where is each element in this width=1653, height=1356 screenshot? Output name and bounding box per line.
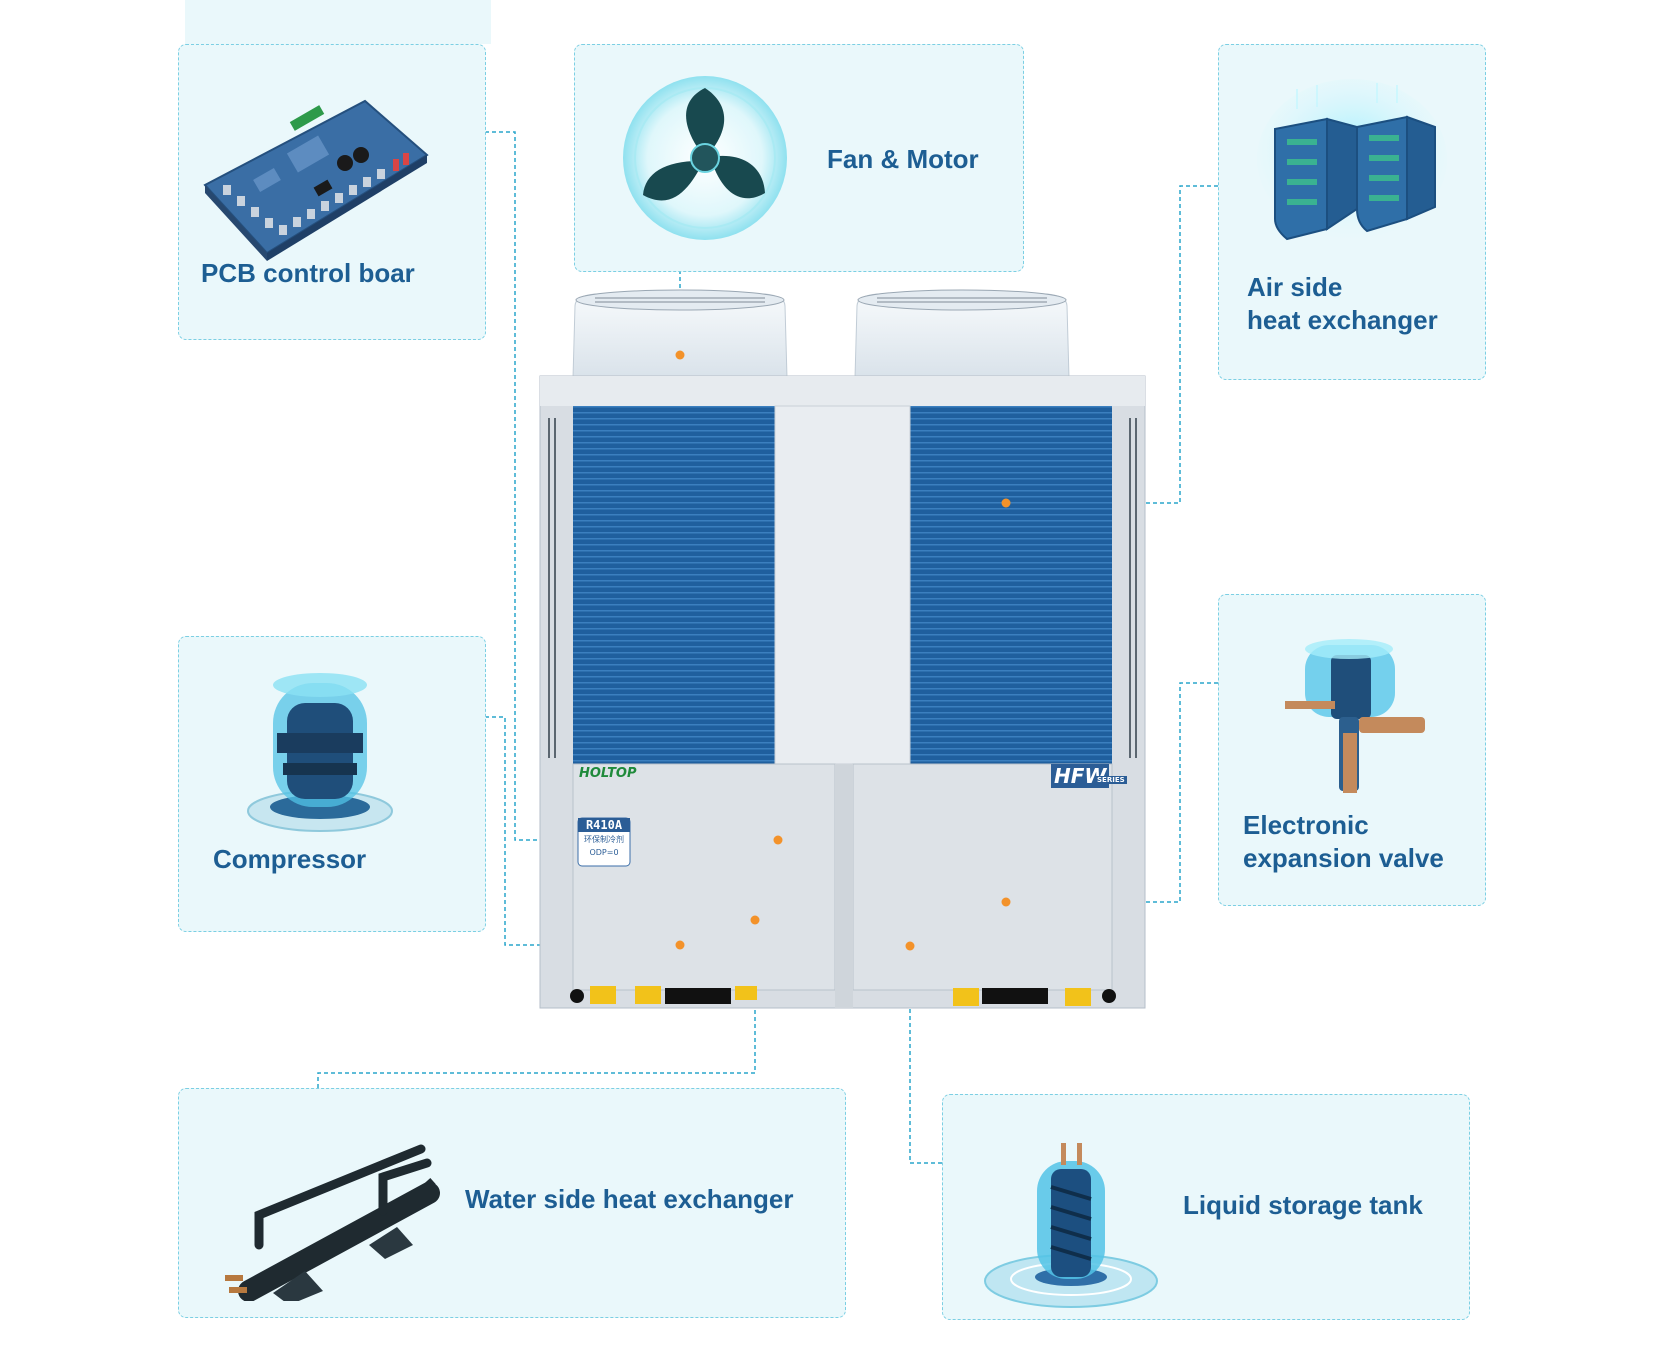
hfw-series-sub: SERIES — [1095, 776, 1127, 784]
top-strip — [185, 0, 491, 44]
outdoor-unit-drawing — [539, 289, 1146, 1009]
eev-card: Electronic expansion valve — [1218, 594, 1486, 906]
marker-water-hx — [750, 915, 760, 925]
holtop-logo: HOLTOP — [579, 766, 637, 781]
tank-card: Liquid storage tank — [942, 1094, 1470, 1320]
fan-blade-image — [623, 76, 787, 240]
refrigerant-note: 环保制冷剂 — [584, 835, 624, 844]
eev-label-line-2: expansion valve — [1243, 842, 1444, 873]
expansion-valve-image — [1285, 639, 1425, 793]
hfw-series-logo: HFW — [1051, 764, 1110, 788]
marker-pcb — [773, 835, 783, 845]
marker-fan — [675, 350, 685, 360]
outdoor-unit: HOLTOP HFW SERIES R410A 环保制冷剂 ODP=0 — [535, 288, 1150, 1058]
liquid-tank-image — [984, 1143, 1158, 1308]
eev-label-line-1: Electronic — [1243, 810, 1369, 840]
water-heat-exchanger-image — [225, 1144, 440, 1301]
pcb-label: PCB control boar — [201, 258, 415, 288]
air-hx-card: Air side heat exchanger — [1218, 44, 1486, 380]
fan-card: Fan & Motor — [574, 44, 1024, 272]
fan-label: Fan & Motor — [827, 144, 979, 174]
marker-tank — [905, 941, 915, 951]
pcb-card: PCB control boar — [178, 44, 486, 340]
odp-value: ODP=0 — [589, 848, 619, 857]
marker-compressor — [675, 940, 685, 950]
air-heat-exchanger-image — [1257, 79, 1447, 241]
water-hx-card: Water side heat exchanger — [178, 1088, 846, 1318]
eev-label: Electronic expansion valve — [1243, 809, 1444, 874]
marker-eev — [1001, 897, 1011, 907]
marker-air-hx — [1001, 498, 1011, 508]
air-hx-label-line-2: heat exchanger — [1247, 304, 1438, 335]
tank-label: Liquid storage tank — [1183, 1190, 1423, 1220]
air-hx-label-line-1: Air side — [1247, 272, 1343, 302]
air-hx-label: Air side heat exchanger — [1247, 271, 1438, 336]
pcb-board-image — [203, 99, 429, 261]
compressor-label: Compressor — [213, 844, 367, 874]
compressor-card: Compressor — [178, 636, 486, 932]
refrigerant-badge: R410A — [585, 818, 623, 832]
compressor-image — [247, 673, 393, 832]
water-hx-label: Water side heat exchanger — [465, 1184, 794, 1214]
